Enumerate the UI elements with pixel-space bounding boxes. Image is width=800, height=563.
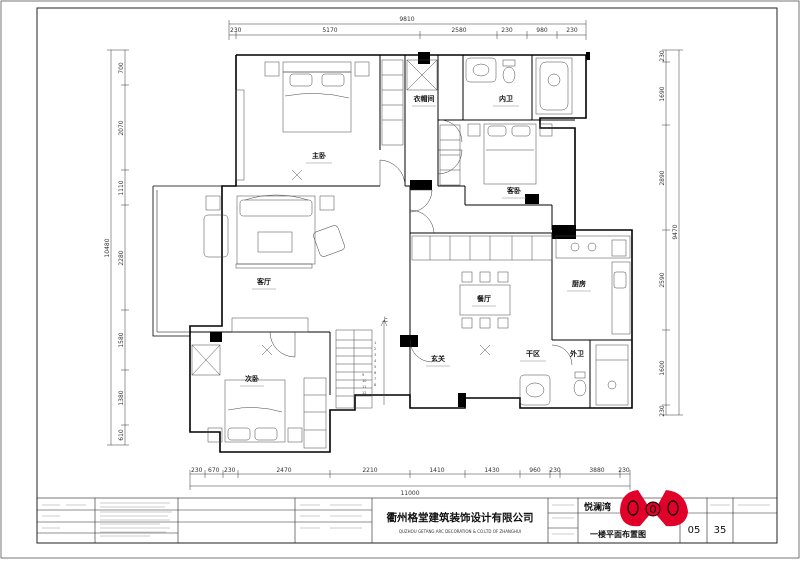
bottom-dim: 3880 (589, 467, 604, 474)
stair-step-numbers: 1 2 3 4 5 6 7 8 9 10 11 12 (362, 341, 377, 395)
outer-bath-fixtures (519, 344, 629, 406)
stair-step-number: 12 (362, 391, 366, 395)
left-dim: 1110 (118, 180, 125, 195)
bottom-total-dim: 11000 (400, 490, 419, 497)
project-name: 悦澜湾 (584, 501, 611, 513)
master-bedroom-furniture (235, 59, 438, 181)
top-dim: 230 (566, 27, 578, 34)
room-label-inner-bath: 内卫 (499, 94, 513, 103)
bottom-dim: 230 (224, 467, 236, 474)
right-dimension-labels: 230 1690 2890 2590 1600 230 9470 (659, 50, 679, 417)
right-dim: 230 (659, 50, 666, 62)
room-label-outer-bath: 外卫 (570, 349, 584, 358)
top-dimension-labels: 9810 230 5170 2580 230 980 230 (230, 16, 578, 34)
top-dim: 230 (230, 27, 242, 34)
guest-bedroom-furniture (467, 123, 553, 185)
drawing-title: 一楼平面布置图 (590, 529, 646, 539)
title-block (36, 497, 778, 544)
stair-up-label: 上 (382, 316, 388, 324)
bottom-dim: 2210 (362, 467, 377, 474)
living-room-furniture (203, 194, 345, 269)
room-label-living-room: 客厅 (256, 277, 271, 286)
stair-step-number: 11 (362, 385, 366, 389)
total-sheets: 35 (714, 525, 727, 536)
stair-step-number: 1 (374, 341, 376, 345)
room-label-entrance: 玄关 (431, 354, 445, 363)
stair-step-number: 4 (374, 359, 377, 363)
company-name-cn: 衢州格堂建筑装饰设计有限公司 (387, 511, 534, 524)
right-total-dim: 9470 (672, 224, 679, 239)
inner-bath-fixtures (439, 57, 573, 186)
left-dim: 2070 (118, 120, 125, 135)
right-dim: 1690 (659, 86, 666, 101)
top-dim: 980 (536, 27, 548, 34)
bottom-dim: 960 (529, 467, 541, 474)
right-dim: 230 (659, 405, 666, 417)
top-dim: 5170 (322, 27, 337, 34)
stair-step-number: 3 (374, 353, 376, 357)
room-labels: 主卧 衣帽间 内卫 客卧 客厅 餐厅 厨房 玄关 干区 外卫 次卧 (245, 94, 586, 383)
title-block-notes (42, 502, 770, 537)
door-swings (269, 119, 573, 366)
sheet-number: 05 (688, 525, 701, 536)
stair-step-number: 9 (362, 373, 364, 377)
room-label-second-bedroom: 次卧 (245, 374, 259, 383)
bottom-dim: 1410 (429, 467, 444, 474)
right-dim: 2890 (659, 170, 666, 185)
bottom-dimension-labels: 230 670 230 2470 2210 1410 1430 960 230 … (191, 467, 630, 497)
room-label-guest-bedroom: 客卧 (506, 186, 521, 195)
stair-step-number: 6 (374, 371, 376, 375)
left-dimension-labels: 700 2070 1110 2280 1580 1380 610 10480 (104, 62, 125, 441)
structural-columns (210, 52, 590, 407)
exterior-walls (152, 54, 633, 453)
company-name-en: QUZHOU GETANG ARC DECORATION & CO.LTD OF… (399, 529, 521, 534)
left-dim: 2280 (118, 250, 125, 265)
ceiling-light-symbols (261, 169, 491, 356)
bottom-dim: 670 (208, 467, 220, 474)
second-bedroom-furniture (191, 317, 327, 449)
room-label-dry-area: 干区 (526, 350, 540, 358)
room-label-master-bedroom: 主卧 (312, 151, 326, 160)
bottom-dim: 2470 (276, 467, 291, 474)
top-dim: 230 (501, 27, 513, 34)
dining-kitchen-furniture (411, 235, 631, 335)
bottom-dim: 230 (191, 467, 203, 474)
bottom-dim: 230 (618, 467, 630, 474)
stair-step-number: 7 (374, 377, 376, 381)
left-dim: 700 (118, 62, 125, 74)
staircase (335, 319, 388, 409)
left-dim: 1380 (118, 390, 125, 405)
right-dim: 1600 (659, 360, 666, 375)
red-bow-stamp (620, 490, 688, 527)
dimension-lines (107, 20, 683, 490)
room-label-dining-room: 餐厅 (476, 294, 491, 303)
stair-step-number: 5 (374, 365, 376, 369)
left-dim: 610 (118, 429, 125, 441)
bottom-dim: 230 (549, 467, 561, 474)
stair-step-number: 10 (362, 379, 366, 383)
left-total-dim: 10480 (104, 238, 111, 257)
top-total-dim: 9810 (399, 16, 414, 23)
bottom-dim: 1430 (484, 467, 499, 474)
room-label-kitchen: 厨房 (572, 279, 586, 288)
stair-step-number: 8 (374, 383, 376, 387)
room-label-closet: 衣帽间 (414, 94, 435, 103)
stair-step-number: 2 (374, 347, 376, 351)
left-dim: 1580 (118, 332, 125, 347)
room-sublabel-marks (240, 105, 591, 387)
right-dim: 2590 (659, 272, 666, 287)
top-dim: 2580 (451, 27, 466, 34)
